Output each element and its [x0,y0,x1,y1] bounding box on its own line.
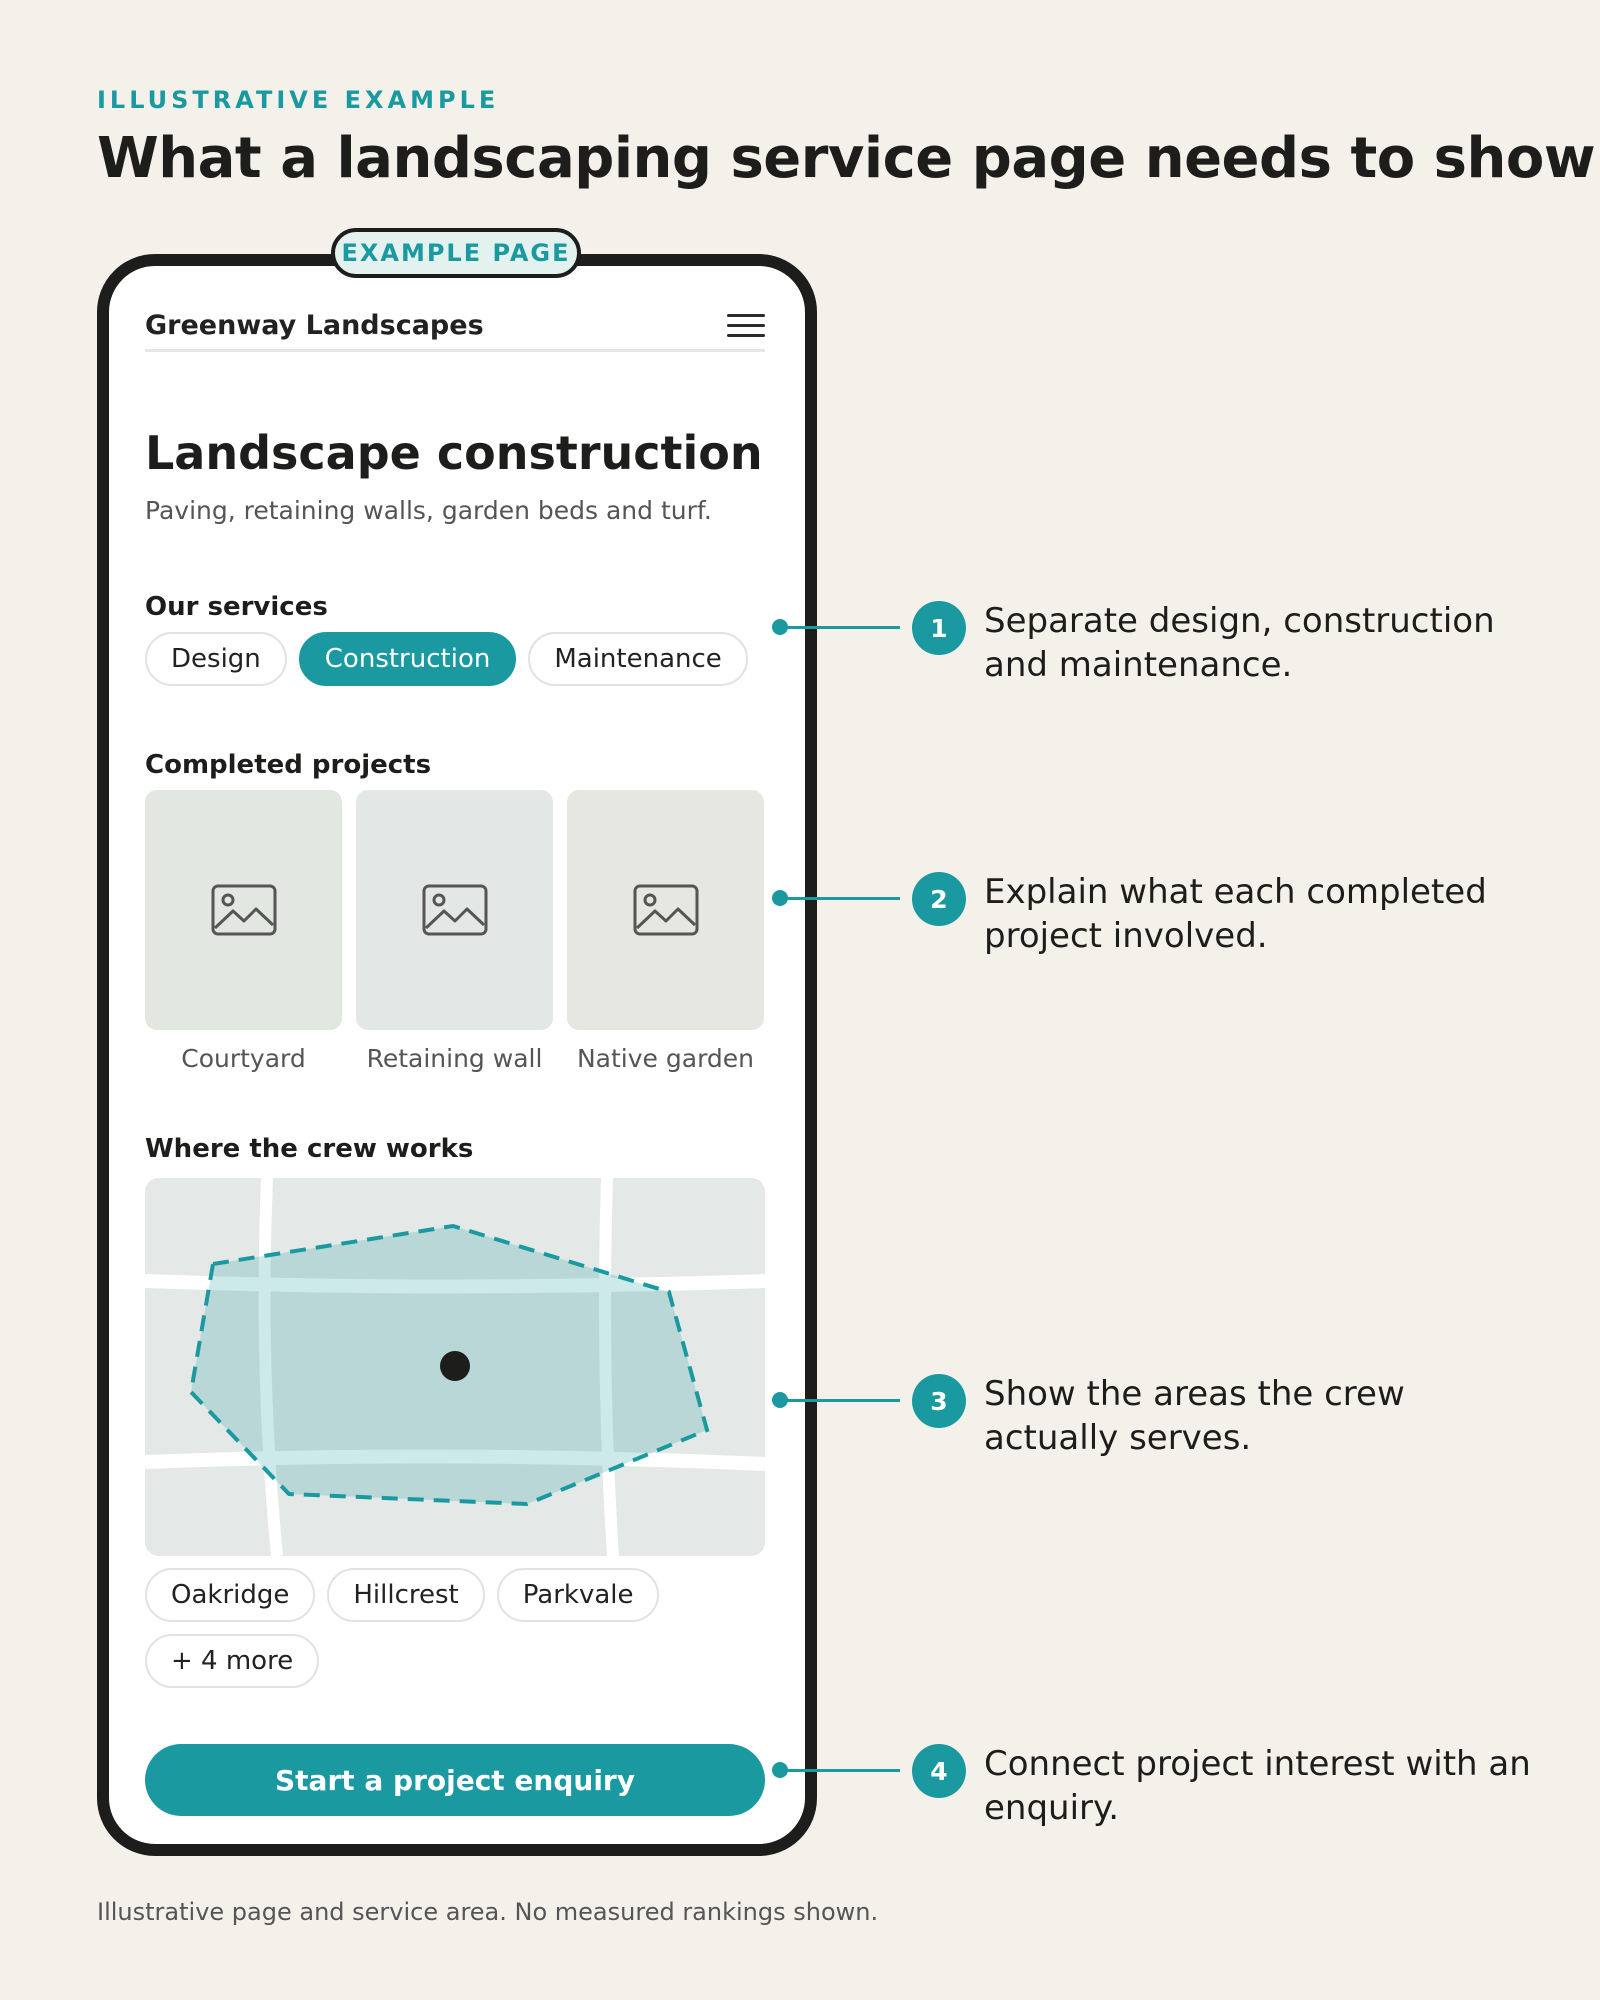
hamburger-menu-icon[interactable] [727,312,765,340]
area-chip-parkvale[interactable]: Parkvale [496,1568,660,1622]
map-graphic [145,1178,765,1556]
project-card[interactable]: Courtyard [145,790,342,1073]
callout-4: 4 Connect project interest with an enqui… [772,1744,1552,1854]
footnote: Illustrative page and service area. No m… [97,1898,879,1926]
project-thumbnail[interactable] [567,790,764,1030]
enquiry-button[interactable]: Start a project enquiry [145,1744,765,1816]
area-chip-hillcrest[interactable]: Hillcrest [327,1568,485,1622]
service-area-list: Oakridge Hillcrest Parkvale + 4 more [145,1568,765,1688]
project-caption: Retaining wall [366,1044,543,1073]
map-pin-icon [440,1351,470,1381]
connector-dot [772,619,788,635]
image-placeholder-icon [633,884,698,936]
callout-text: Separate design, construction and mainte… [984,601,1495,685]
callout-text: Connect project interest with an enquiry… [984,1744,1531,1828]
callout-number: 1 [912,601,966,655]
service-area-map[interactable] [145,1178,765,1556]
area-chip-oakridge[interactable]: Oakridge [145,1568,316,1622]
connector-dot [772,1762,788,1778]
callout-3: 3 Show the areas the crew actually serve… [772,1374,1552,1484]
eyebrow-label: ILLUSTRATIVE EXAMPLE [97,86,500,114]
service-area-heading: Where the crew works [145,1134,474,1164]
site-header: Greenway Landscapes [145,302,765,352]
example-page-badge: EXAMPLE PAGE [331,228,581,278]
callout-text: Show the areas the crew actually serves. [984,1374,1405,1458]
tab-design[interactable]: Design [145,632,287,686]
callout-number: 3 [912,1374,966,1428]
image-placeholder-icon [211,884,276,936]
service-subtitle: Paving, retaining walls, garden beds and… [145,496,712,525]
callout-number: 4 [912,1744,966,1798]
service-title: Landscape construction [145,426,763,480]
page-headline: What a landscaping service page needs to… [97,126,1596,191]
connector-line [782,1399,900,1402]
connector-line [782,626,900,629]
phone-mockup: Greenway Landscapes Landscape constructi… [97,254,817,1856]
projects-heading: Completed projects [145,750,432,780]
connector-line [782,897,900,900]
callout-2: 2 Explain what each completed project in… [772,872,1552,982]
connector-line [782,1769,900,1772]
connector-dot [772,1392,788,1408]
more-areas-button[interactable]: + 4 more [145,1634,320,1688]
phone-screen: Greenway Landscapes Landscape constructi… [145,266,769,1844]
callout-text: Explain what each completed project invo… [984,872,1487,956]
services-heading: Our services [145,592,328,622]
project-card[interactable]: Native garden [567,790,764,1073]
project-thumbnail[interactable] [145,790,342,1030]
project-thumbnail[interactable] [356,790,553,1030]
project-caption: Native garden [576,1044,754,1073]
services-tabs: Design Construction Maintenance [145,632,748,686]
connector-dot [772,890,788,906]
callout-1: 1 Separate design, construction and main… [772,601,1552,711]
image-placeholder-icon [422,884,487,936]
tab-construction[interactable]: Construction [298,632,517,686]
tab-maintenance[interactable]: Maintenance [528,632,748,686]
site-brand[interactable]: Greenway Landscapes [145,310,484,341]
project-caption: Courtyard [181,1044,306,1073]
callout-number: 2 [912,872,966,926]
project-card[interactable]: Retaining wall [356,790,553,1073]
projects-gallery: Courtyard Retaining wall [145,790,764,1073]
